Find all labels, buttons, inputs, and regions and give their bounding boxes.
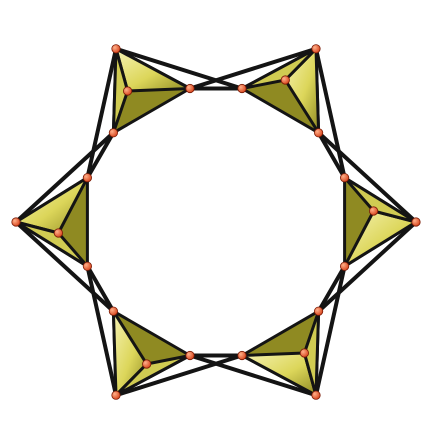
atom [313,128,324,138]
atom [411,217,421,227]
atom [108,306,119,316]
bridge-bond [114,46,244,91]
bridge-bond [85,46,118,180]
bridge-bond [316,130,347,180]
tetrahedron-side-face [111,47,130,135]
atom [311,390,321,400]
bridge-bond [188,46,318,91]
atom [123,86,133,96]
bridge-bond [114,353,244,398]
atom [82,261,93,271]
atom [237,83,247,94]
atom [11,217,21,227]
atom [185,83,195,94]
atom [111,390,121,400]
bridge-bond [316,220,418,314]
atom [53,228,64,238]
tetrahedron-unit [237,44,324,138]
tetrahedron-side-face [343,176,418,224]
bridge-bond [316,264,347,314]
atom [111,44,121,54]
atom [108,128,119,138]
tetrahedron-unit [108,306,195,400]
atom [368,206,379,216]
tetrahedron-side-face [14,220,89,268]
atom [82,173,93,183]
bridge-bond [85,264,118,398]
tetrahedron-unit [339,173,421,271]
tetrahedron-unit [108,44,195,138]
bridge-bond [314,264,347,398]
atom [311,44,321,54]
bridge-bonds [14,46,418,398]
tetrahedron-side-face [240,47,318,90]
bridge-bond [85,130,116,180]
atom [185,350,195,361]
tetrahedron-side-face [114,354,192,397]
tetrahedra [11,44,421,400]
atom [280,75,290,85]
atom [339,261,350,271]
atom [339,173,350,183]
bridge-bond [314,46,347,180]
bridge-bond [316,130,418,224]
tetrahedron-side-face [302,309,321,397]
atom [299,348,309,358]
bridge-bond [14,220,116,314]
atom [142,359,152,369]
tetrahedron-unit [237,306,324,400]
atom [237,350,247,361]
atom [313,306,324,316]
bridge-bond [85,264,116,314]
bridge-bond [188,353,318,398]
bridge-bond [14,130,116,224]
tetrahedron-unit [11,173,93,271]
